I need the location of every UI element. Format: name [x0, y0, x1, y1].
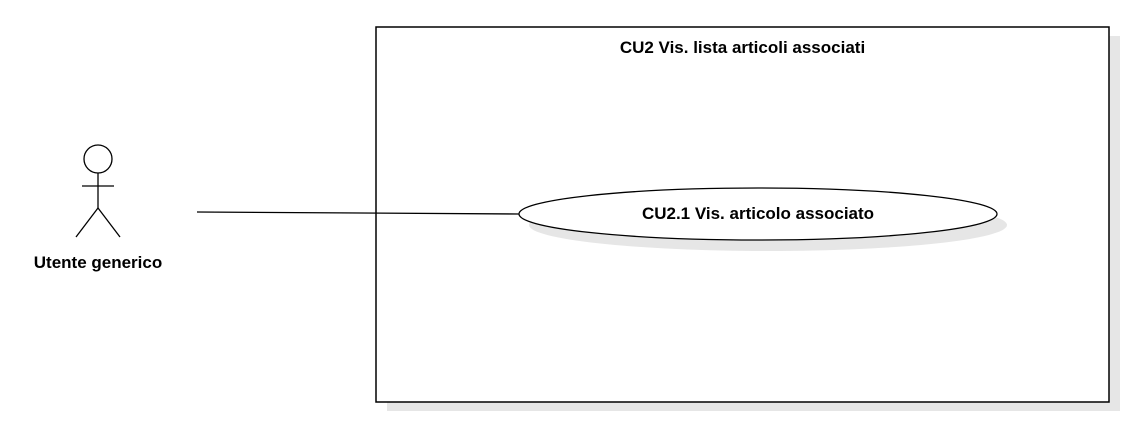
- use-case-label: CU2.1 Vis. articolo associato: [641, 204, 875, 223]
- actor-head: [83, 144, 113, 174]
- actor-label: Utente generico: [33, 253, 163, 272]
- system-boundary-title: CU2 Vis. lista articoli associati: [619, 38, 866, 57]
- actor-right-leg: [97, 207, 121, 238]
- association-line[interactable]: [196, 211, 520, 215]
- actor-left-leg: [75, 207, 99, 238]
- actor-figure-icon[interactable]: [75, 144, 121, 238]
